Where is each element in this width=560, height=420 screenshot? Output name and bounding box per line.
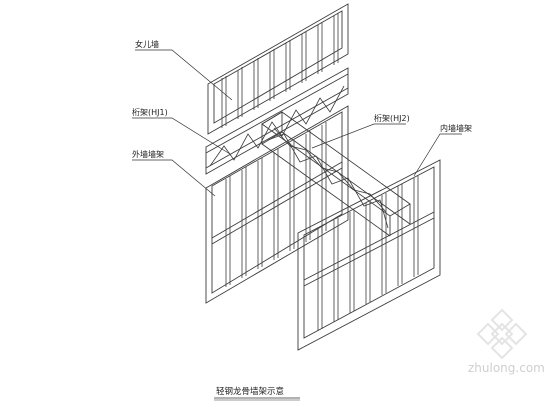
leader-lines [132,49,462,197]
figure-caption: 轻钢龙骨墙架示意 [216,386,284,397]
parapet-frame [207,3,349,135]
truss-hj1 [205,67,349,175]
interior-wall-frame [297,159,441,351]
label-truss-hj1: 桁架(HJ1) [132,107,168,117]
label-interior-wall: 内墙墙架 [440,123,472,133]
label-exterior-wall: 外墙墙架 [132,149,164,159]
leader-parapet [135,49,233,101]
exterior-wall-frame [205,105,349,304]
truss-hj2 [261,111,411,237]
watermark-text: zhulong.com [468,361,545,375]
label-truss-hj2: 桁架(HJ2) [374,113,410,123]
leader-truss-hj1 [132,117,231,155]
label-parapet: 女儿墙 [135,39,159,49]
leader-truss-hj2 [311,123,406,149]
leader-interior-wall [413,133,462,177]
watermark-logo [476,308,528,360]
leader-exterior-wall [132,159,216,197]
